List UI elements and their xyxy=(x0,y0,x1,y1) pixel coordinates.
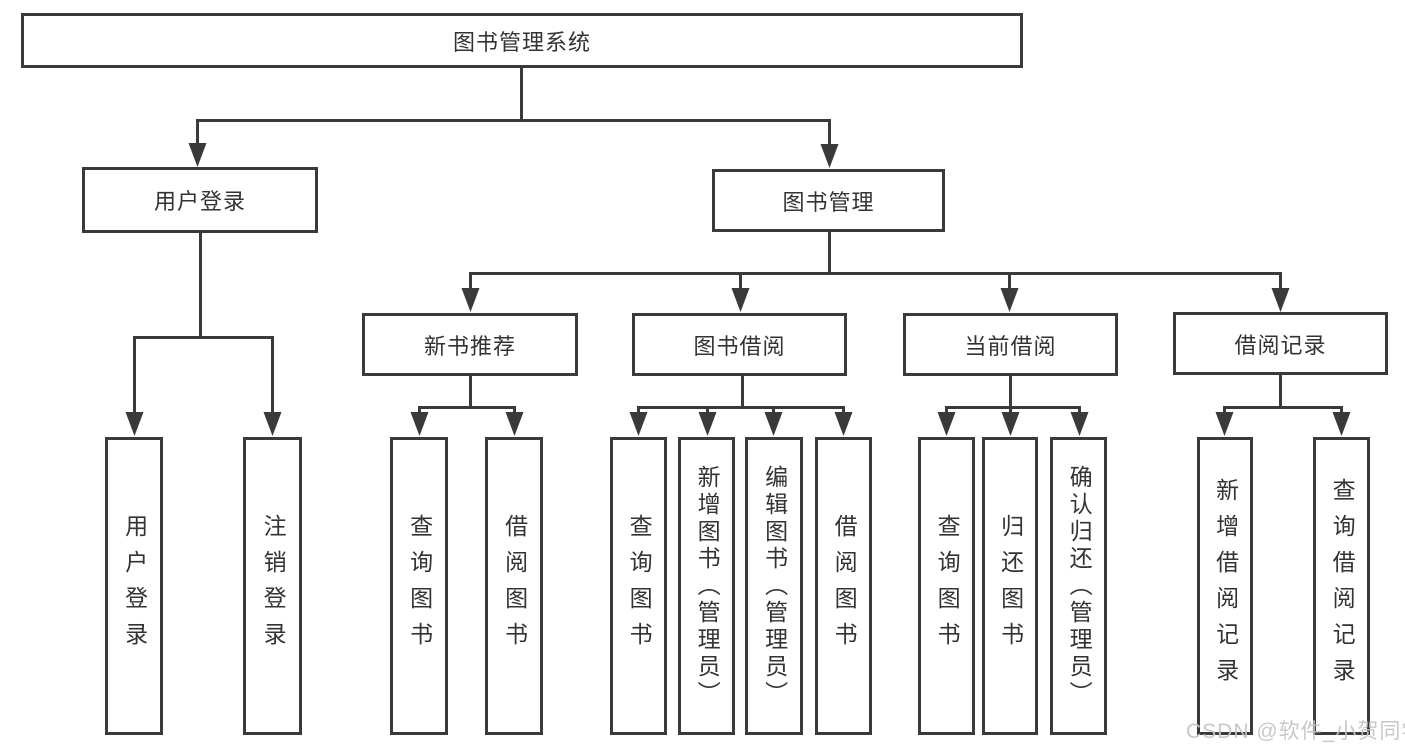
arrowhead-down xyxy=(698,412,717,436)
node-borrow-records: 借阅记录 xyxy=(1173,312,1388,375)
arrowhead-down xyxy=(629,412,648,436)
connector-user-login-children xyxy=(133,231,274,416)
node-new-book-recommend-label: 新书推荐 xyxy=(423,333,516,359)
node-book-borrow: 图书借阅 xyxy=(632,313,847,376)
arrowhead-down xyxy=(410,412,429,436)
connector-current-borrow-children xyxy=(945,374,1081,416)
node-current-borrow: 当前借阅 xyxy=(903,313,1118,376)
connector-book-management-children xyxy=(469,230,1282,293)
arrowhead-down xyxy=(263,412,282,436)
arrowhead-down xyxy=(937,412,956,436)
arrowhead-down xyxy=(764,412,783,436)
arrowhead-down xyxy=(834,412,853,436)
node-new-book-recommend: 新书推荐 xyxy=(362,313,578,376)
arrowhead-down xyxy=(461,288,480,312)
node-book-borrow-label: 图书借阅 xyxy=(693,333,786,359)
node-book-management: 图书管理 xyxy=(712,169,945,232)
arrowhead-down xyxy=(731,288,750,312)
connector-new-book-children xyxy=(418,374,516,416)
connector-book-borrow-children xyxy=(637,374,845,416)
node-book-management-label: 图书管理 xyxy=(782,189,875,215)
leaf-query-books-borrow: 查询图书 xyxy=(610,437,667,735)
arrowhead-down xyxy=(505,412,524,436)
leaf-return-books: 归还图书 xyxy=(982,437,1038,735)
arrowhead-down xyxy=(1332,412,1351,436)
leaf-borrow-books-recommend: 借阅图书 xyxy=(485,437,543,735)
leaf-logout: 注销登录 xyxy=(243,437,302,735)
node-current-borrow-label: 当前借阅 xyxy=(964,333,1057,359)
node-root: 图书管理系统 xyxy=(21,13,1023,68)
node-root-label: 图书管理系统 xyxy=(452,29,591,55)
arrowhead-down xyxy=(125,412,144,436)
leaf-add-book-admin: 新增图书（管理员） xyxy=(678,437,735,735)
arrowhead-down xyxy=(1215,412,1234,436)
arrowhead-down xyxy=(1271,288,1290,312)
arrowhead-down xyxy=(1000,288,1019,312)
connector-root-to-level2 xyxy=(196,65,831,150)
leaf-edit-book-admin: 编辑图书（管理员） xyxy=(745,437,803,735)
watermark: CSDN @软件_小贺同学 xyxy=(1186,720,1405,743)
leaf-borrow-books: 借阅图书 xyxy=(815,437,872,735)
arrowhead-down xyxy=(188,143,207,167)
leaf-confirm-return-admin: 确认归还（管理员） xyxy=(1050,437,1107,735)
node-user-login-label: 用户登录 xyxy=(153,189,246,214)
leaf-user-login: 用户登录 xyxy=(105,437,163,735)
connector-borrow-records-children xyxy=(1223,373,1343,416)
node-user-login: 用户登录 xyxy=(82,167,318,233)
node-borrow-records-label: 借阅记录 xyxy=(1234,332,1327,358)
leaf-query-books-current: 查询图书 xyxy=(918,437,975,735)
leaf-query-books-recommend: 查询图书 xyxy=(390,437,448,735)
arrowhead-down xyxy=(820,144,839,168)
leaf-add-borrow-record: 新增借阅记录 xyxy=(1197,437,1253,735)
arrowhead-down xyxy=(1070,412,1089,436)
arrowhead-down xyxy=(1001,412,1020,436)
leaf-query-borrow-record: 查询借阅记录 xyxy=(1313,437,1370,735)
